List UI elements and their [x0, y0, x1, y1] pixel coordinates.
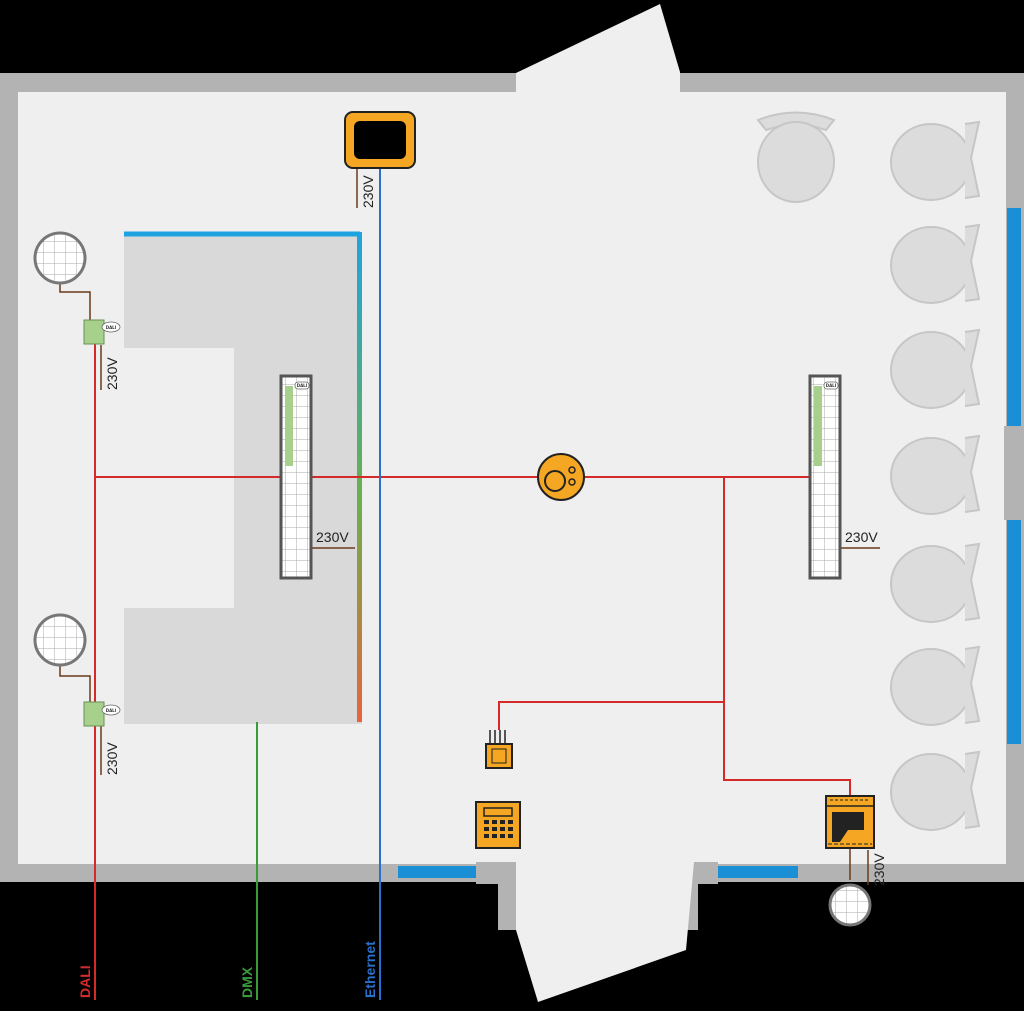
- chair-icon: [890, 750, 981, 831]
- round-luminaire-icon: [33, 613, 87, 667]
- chair-icon: [890, 120, 981, 201]
- voltage-label-dali-module-bottom: 230V: [104, 742, 120, 775]
- round-luminaire-icon: [828, 883, 872, 927]
- power-lines: [59, 168, 880, 885]
- voltage-label-dali-module-top: 230V: [104, 357, 120, 390]
- round-luminaire-icon: [33, 231, 87, 285]
- window-bottom-1: [398, 866, 476, 878]
- wire-label-dmx: DMX: [239, 966, 255, 998]
- chair-icon: [890, 542, 981, 623]
- voltage-label-controller-right: 230V: [845, 529, 878, 545]
- window-bottom-2: [718, 866, 798, 878]
- dali-branch-relay: [498, 701, 724, 730]
- dali-tag: DALI: [106, 708, 117, 713]
- dali-branch-down: [723, 477, 851, 796]
- windows: [398, 208, 1024, 878]
- entrance-bottom: [516, 862, 694, 1002]
- relay-module-icon: [485, 730, 513, 769]
- wire-label-ethernet: Ethernet: [362, 941, 378, 998]
- voltage-label-touch-panel: 230V: [360, 175, 376, 208]
- chair-icon: [890, 434, 981, 515]
- window-right-1: [1007, 208, 1021, 426]
- window-right-gap-1: [1004, 426, 1024, 520]
- door-frame-left: [476, 862, 518, 930]
- chair-icon: [890, 328, 981, 409]
- touch-panel-icon: [344, 111, 416, 169]
- chair-icon: [890, 645, 981, 726]
- chairs: [756, 111, 981, 831]
- window-right-2: [1007, 520, 1021, 744]
- dali-bus: [94, 340, 851, 1000]
- dali-module-icon: DALI: [83, 319, 121, 345]
- counter: [124, 234, 362, 724]
- keypad-icon: [475, 801, 521, 849]
- chair-icon: [756, 111, 836, 203]
- oven-appliance-icon: [825, 795, 875, 849]
- entrance-top: [516, 4, 680, 96]
- dali-tag: DALI: [106, 325, 117, 330]
- dali-tag: DALI: [297, 383, 308, 388]
- wire-label-dali: DALI: [77, 965, 93, 998]
- voltage-label-oven: 230V: [871, 853, 887, 886]
- dali-controller-icon: DALI: [808, 374, 842, 580]
- presence-sensor-icon: [537, 453, 585, 501]
- chair-icon: [890, 223, 981, 304]
- dali-tag: DALI: [826, 383, 837, 388]
- dali-controller-icon: DALI: [279, 374, 313, 580]
- voltage-label-controller-left: 230V: [316, 529, 349, 545]
- dali-module-icon: DALI: [83, 701, 121, 727]
